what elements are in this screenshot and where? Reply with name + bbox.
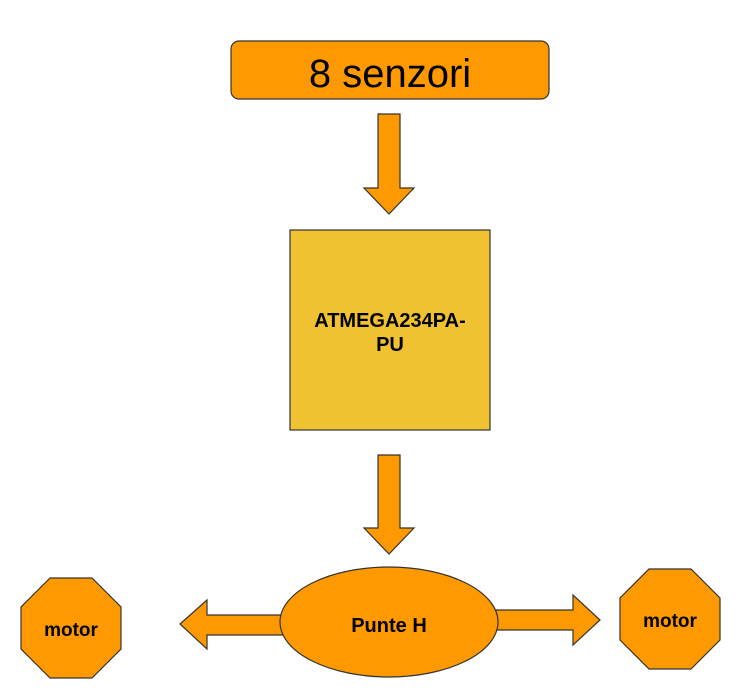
motor-left-octagon [20, 577, 122, 679]
motor-right-block: motor [619, 568, 721, 670]
hbridge-block: Punte H [279, 566, 499, 678]
sensors-box [230, 40, 550, 100]
arrow-mcu-to-hbridge [362, 454, 416, 555]
sensors-block: 8 senzori [230, 40, 550, 100]
mcu-box [289, 229, 491, 431]
motor-left-block: motor [20, 577, 122, 679]
arrow-hbridge-to-right-motor [495, 593, 601, 647]
mcu-label-line1: ATMEGA234PA- [314, 310, 466, 332]
mcu-label-line2: PU [376, 334, 404, 356]
motor-left-label: motor [44, 620, 98, 641]
hbridge-ellipse [279, 566, 499, 678]
motor-right-octagon [619, 568, 721, 670]
mcu-block: ATMEGA234PA- PU [289, 229, 491, 431]
arrow-hbridge-to-left-motor [179, 598, 284, 651]
sensors-label: 8 senzori [309, 52, 471, 96]
motor-right-label: motor [643, 611, 697, 632]
arrow-sensors-to-mcu [362, 113, 416, 215]
hbridge-label: Punte H [351, 615, 427, 637]
